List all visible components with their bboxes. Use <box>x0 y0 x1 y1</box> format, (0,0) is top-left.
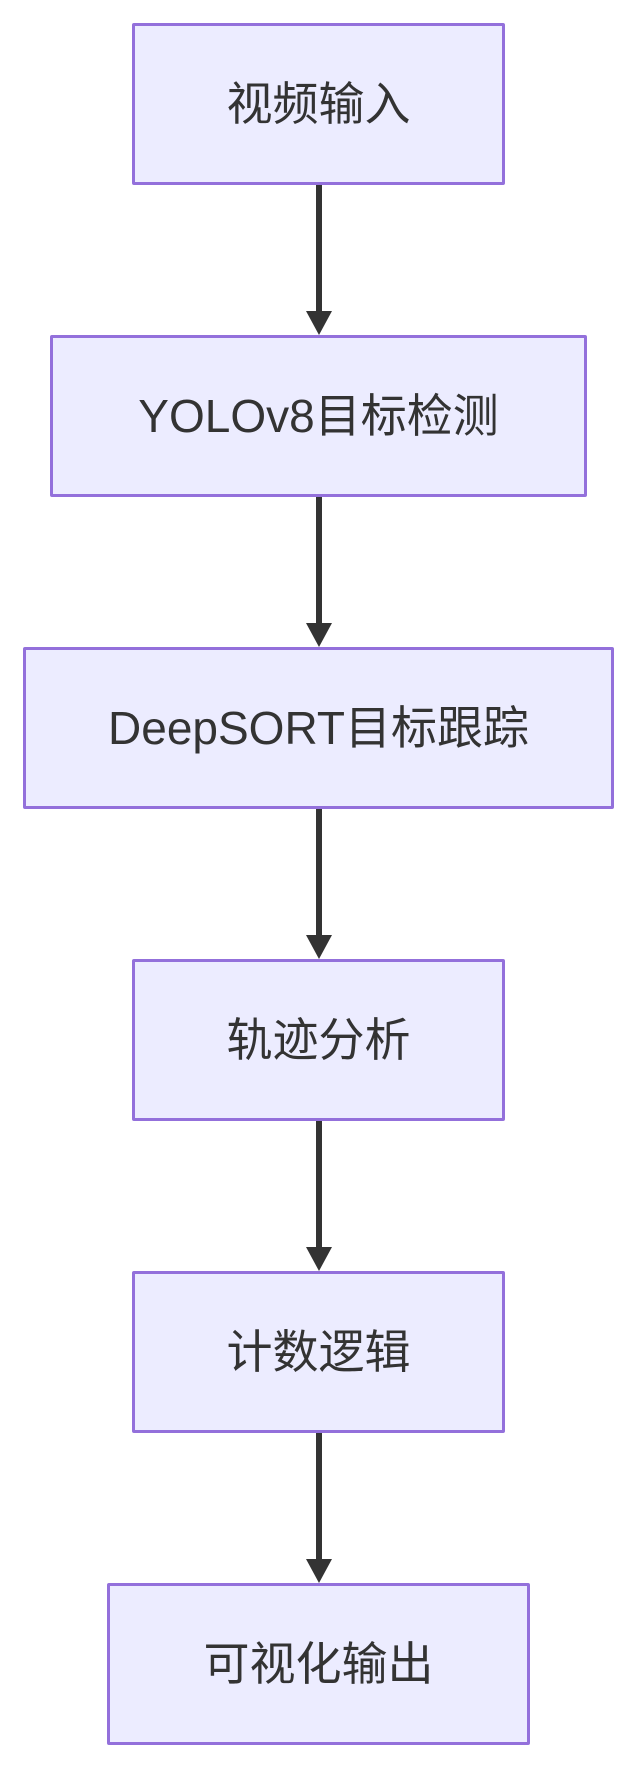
flow-node-yolov8-detection: YOLOv8目标检测 <box>50 335 587 497</box>
flow-node-video-input: 视频输入 <box>132 23 505 185</box>
arrow-down-icon <box>305 497 332 647</box>
flow-node-trajectory-analysis: 轨迹分析 <box>132 959 505 1121</box>
arrow-down-icon <box>305 809 332 959</box>
flow-node-label: 轨迹分析 <box>226 1014 411 1066</box>
flow-node-label: 视频输入 <box>226 78 411 130</box>
flow-node-deepsort-tracking: DeepSORT目标跟踪 <box>23 647 614 809</box>
flow-node-counting-logic: 计数逻辑 <box>132 1271 505 1433</box>
arrow-down-icon <box>305 185 332 335</box>
flow-node-visual-output: 可视化输出 <box>107 1583 530 1745</box>
flow-node-label: DeepSORT目标跟踪 <box>108 702 529 754</box>
flow-node-label: YOLOv8目标检测 <box>138 390 499 442</box>
arrow-down-icon <box>305 1121 332 1271</box>
flow-node-label: 可视化输出 <box>203 1638 434 1690</box>
arrow-down-icon <box>305 1433 332 1583</box>
flow-node-label: 计数逻辑 <box>226 1326 411 1378</box>
